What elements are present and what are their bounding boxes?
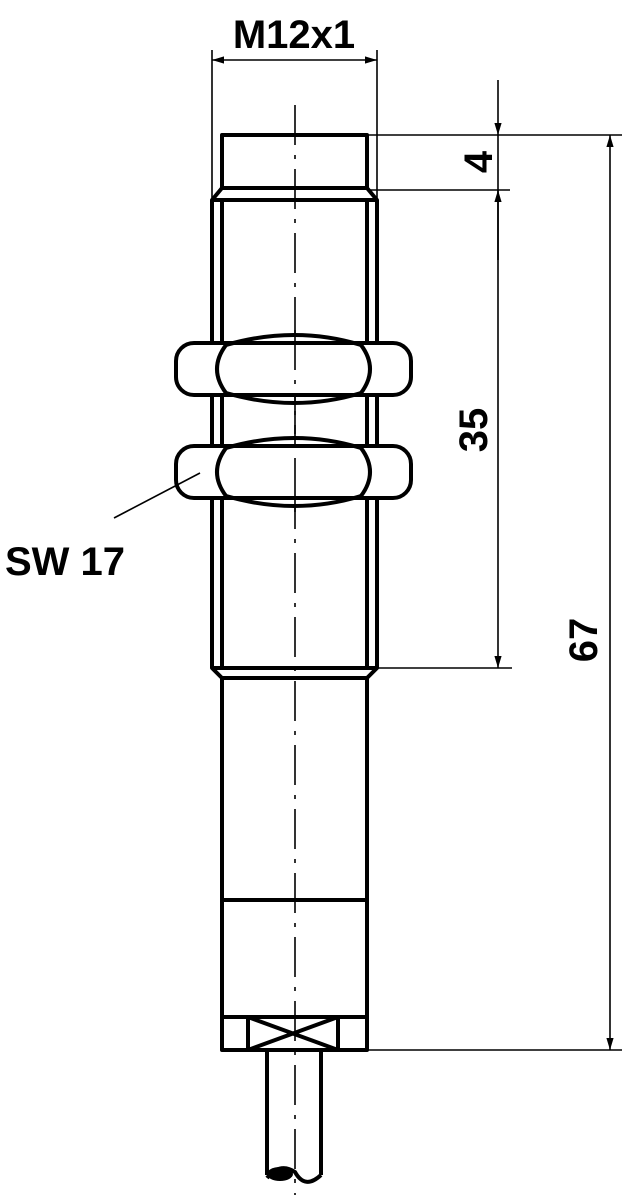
cap-length-label: 4 xyxy=(457,150,501,173)
wrench-leader-line xyxy=(113,472,201,519)
hex-nut-upper xyxy=(174,333,413,405)
thread-dimension xyxy=(211,50,378,200)
thread-length-label: 35 xyxy=(452,408,496,453)
thread-label: M12x1 xyxy=(233,13,355,57)
overall-length-label: 67 xyxy=(562,618,606,663)
lower-housing xyxy=(220,676,369,1052)
wrench-size-label: SW 17 xyxy=(5,540,125,584)
sensor-face-cap xyxy=(220,133,369,190)
cable xyxy=(265,1050,323,1184)
threaded-body xyxy=(210,186,379,680)
hex-nut-lower xyxy=(174,436,413,508)
